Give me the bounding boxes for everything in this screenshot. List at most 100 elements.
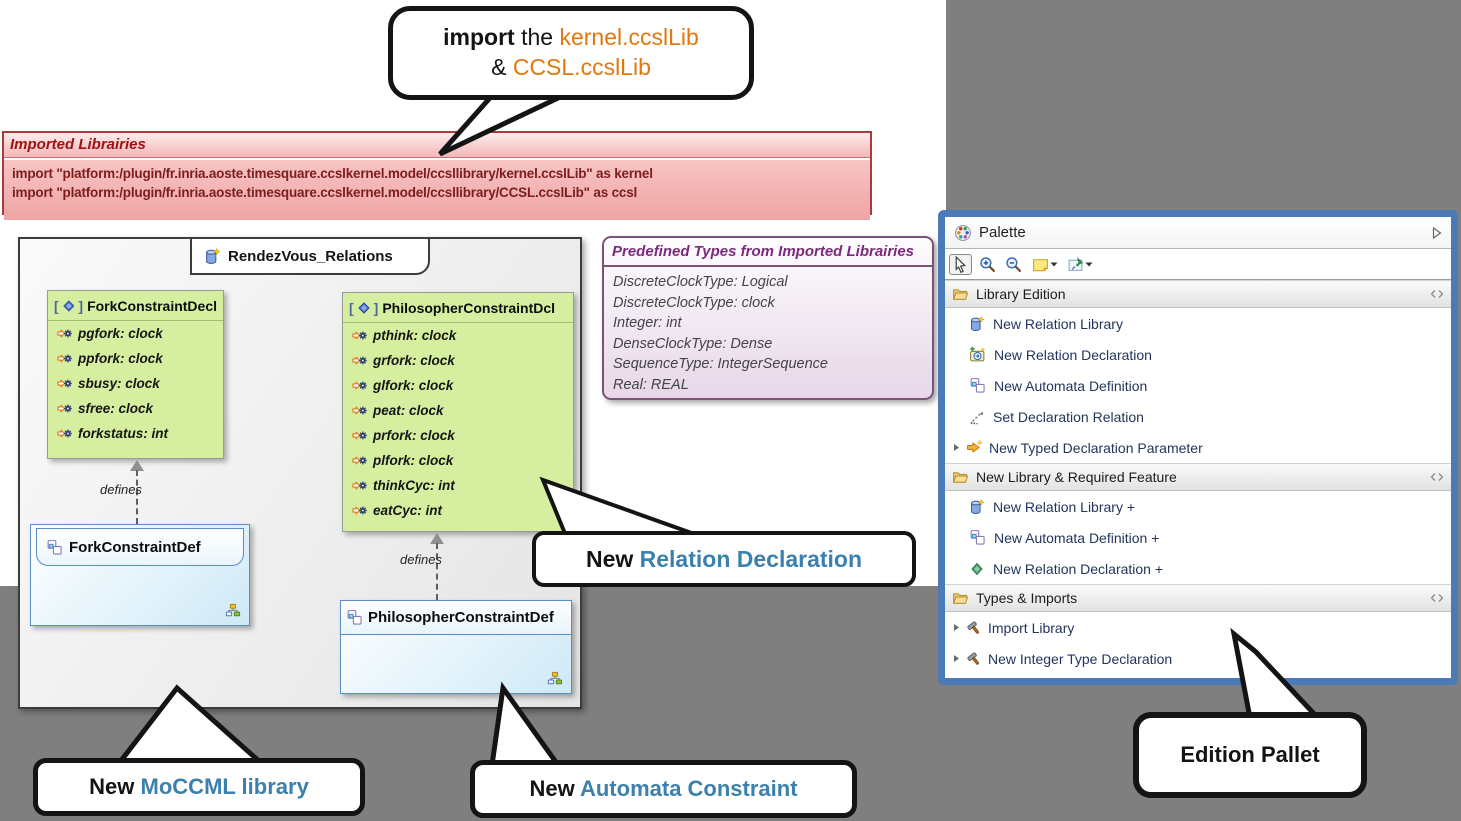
- attribute[interactable]: thinkCyc: int: [373, 478, 455, 493]
- predefined-types-panel[interactable]: Predefined Types from Imported Librairie…: [602, 236, 934, 400]
- node-philosopher-constraint-decl[interactable]: [ ] PhilosopherConstraintDcl pthink: clo…: [342, 292, 574, 532]
- open-folder-icon: [952, 286, 969, 303]
- attribute[interactable]: grfork: clock: [373, 353, 455, 368]
- item-label: New Typed Declaration Parameter: [989, 439, 1203, 456]
- relation-decl-diamond-icon: [63, 300, 75, 312]
- note-icon: [1033, 258, 1048, 271]
- palette-item-new-relation-declaration-plus[interactable]: New Relation Declaration +: [945, 553, 1451, 584]
- expander-icon[interactable]: [953, 623, 960, 632]
- attribute-icon: [57, 401, 72, 416]
- item-label: New Relation Declaration +: [993, 560, 1164, 577]
- palette-section-library-edition[interactable]: Library Edition: [945, 280, 1451, 308]
- attribute[interactable]: glfork: clock: [373, 378, 454, 393]
- attribute[interactable]: forkstatus: int: [78, 426, 169, 441]
- predefined-type: DiscreteClockType: clock: [613, 294, 775, 311]
- attribute-icon: [57, 426, 72, 441]
- attribute[interactable]: plfork: clock: [373, 453, 454, 468]
- defines-connector: [136, 470, 138, 524]
- palette-item-new-relation-declaration[interactable]: New Relation Declaration: [945, 339, 1451, 370]
- node-philosopher-constraint-def[interactable]: PhilosopherConstraintDef: [340, 600, 572, 694]
- zoom-out-button[interactable]: [1003, 255, 1024, 274]
- green-diamond-icon: [969, 561, 985, 577]
- palette-item-new-relation-library[interactable]: New Relation Library: [945, 308, 1451, 339]
- item-label: New Automata Definition +: [994, 529, 1160, 546]
- attribute-icon: [352, 403, 367, 418]
- relation-library-icon: [969, 316, 985, 332]
- attribute[interactable]: prfork: clock: [373, 428, 455, 443]
- attribute[interactable]: peat: clock: [373, 403, 444, 418]
- item-label: New Relation Library: [993, 315, 1123, 332]
- callout-text: import the kernel.ccslLib & CCSL.ccslLib: [443, 24, 699, 80]
- diagram-container[interactable]: [ ] ForkConstraintDecl pgfork: clock ppf…: [18, 237, 582, 709]
- attribute[interactable]: ppfork: clock: [78, 351, 163, 366]
- state-machine-icon: [225, 603, 241, 619]
- palette-item-new-automata-definition-plus[interactable]: New Automata Definition +: [945, 522, 1451, 553]
- state-machine-icon: [547, 671, 563, 687]
- diagram-title-tab[interactable]: RendezVous_Relations: [190, 237, 430, 275]
- palette-item-import-library[interactable]: Import Library: [945, 612, 1451, 643]
- zoom-out-icon: [1006, 256, 1022, 272]
- expander-icon[interactable]: [953, 443, 960, 452]
- defines-arrowhead: [430, 533, 444, 544]
- palette-item-new-typed-declaration-parameter[interactable]: New Typed Declaration Parameter: [945, 432, 1451, 463]
- class-bracket: ]: [373, 299, 379, 316]
- item-label: New Integer Type Declaration: [988, 650, 1173, 667]
- defines-label: defines: [400, 552, 442, 567]
- relation-library-icon: [204, 248, 221, 265]
- callout-new-automata-constraint: New Automata Constraint: [470, 760, 857, 818]
- import-statement-kernel: import "platform:/plugin/fr.inria.aoste.…: [12, 166, 653, 181]
- palette-item-set-declaration-relation[interactable]: Set Declaration Relation: [945, 401, 1451, 432]
- attribute[interactable]: eatCyc: int: [373, 503, 443, 518]
- palette-item-new-integer-type-declaration[interactable]: New Integer Type Declaration: [945, 643, 1451, 674]
- palette-toolbar: [945, 249, 1451, 280]
- defines-label: defines: [100, 482, 142, 497]
- predefined-types-title: Predefined Types from Imported Librairie…: [604, 238, 932, 267]
- callout-text: New Automata Constraint: [529, 776, 798, 801]
- predefined-type: DenseClockType: Dense: [613, 335, 773, 352]
- attribute[interactable]: sfree: clock: [78, 401, 154, 416]
- node-title: PhilosopherConstraintDcl: [382, 299, 556, 316]
- attribute-icon: [352, 478, 367, 493]
- expander-icon[interactable]: [953, 654, 960, 663]
- callout-text: New Relation Declaration: [585, 545, 863, 572]
- palette-section-new-library-required-feature[interactable]: New Library & Required Feature: [945, 463, 1451, 491]
- attribute-icon: [352, 353, 367, 368]
- zoom-in-icon: [980, 256, 996, 272]
- automata-definition-icon: [46, 539, 63, 556]
- attribute[interactable]: pgfork: clock: [78, 326, 163, 341]
- attribute-icon: [57, 376, 72, 391]
- hammer-icon: [966, 620, 982, 636]
- palette-header[interactable]: Palette: [945, 217, 1451, 249]
- palette-item-new-automata-definition[interactable]: New Automata Definition: [945, 370, 1451, 401]
- note-tool-button[interactable]: [1029, 255, 1060, 274]
- node-title: ForkConstraintDecl: [87, 297, 217, 314]
- import-statement-ccsl: import "platform:/plugin/fr.inria.aoste.…: [12, 185, 638, 200]
- callout-edition-pallet: Edition Pallet: [1133, 712, 1367, 798]
- attribute[interactable]: pthink: clock: [373, 328, 457, 343]
- palette-section-types-imports[interactable]: Types & Imports: [945, 584, 1451, 612]
- pin-section-icon[interactable]: [1430, 472, 1444, 482]
- imported-libraries-panel[interactable]: Imported Librairies import "platform:/pl…: [2, 131, 872, 220]
- palette-collapse-icon[interactable]: [1432, 226, 1442, 239]
- automata-definition-icon: [346, 609, 363, 626]
- relation-library-icon: [969, 499, 985, 515]
- open-folder-icon: [952, 590, 969, 607]
- pin-section-icon[interactable]: [1430, 593, 1444, 603]
- imported-libraries-title: Imported Librairies: [4, 133, 870, 158]
- defines-arrowhead: [130, 460, 144, 471]
- item-label: New Automata Definition: [994, 377, 1148, 394]
- cursor-icon: [955, 255, 967, 273]
- palette-item-new-relation-library-plus[interactable]: New Relation Library +: [945, 491, 1451, 522]
- attribute[interactable]: sbusy: clock: [78, 376, 160, 391]
- item-label: New Relation Library +: [993, 498, 1136, 515]
- node-fork-constraint-decl[interactable]: [ ] ForkConstraintDecl pgfork: clock ppf…: [47, 290, 224, 459]
- callout-new-relation-declaration: New Relation Declaration: [532, 531, 916, 587]
- predefined-type: Integer: int: [613, 315, 682, 331]
- pin-note-tool-button[interactable]: [1065, 255, 1095, 274]
- select-tool-button[interactable]: [949, 253, 972, 275]
- callout-text: Edition Pallet: [1180, 742, 1320, 767]
- attribute-icon: [57, 351, 72, 366]
- node-fork-constraint-def[interactable]: ForkConstraintDef: [30, 524, 250, 626]
- zoom-in-button[interactable]: [977, 255, 998, 274]
- pin-section-icon[interactable]: [1430, 289, 1444, 299]
